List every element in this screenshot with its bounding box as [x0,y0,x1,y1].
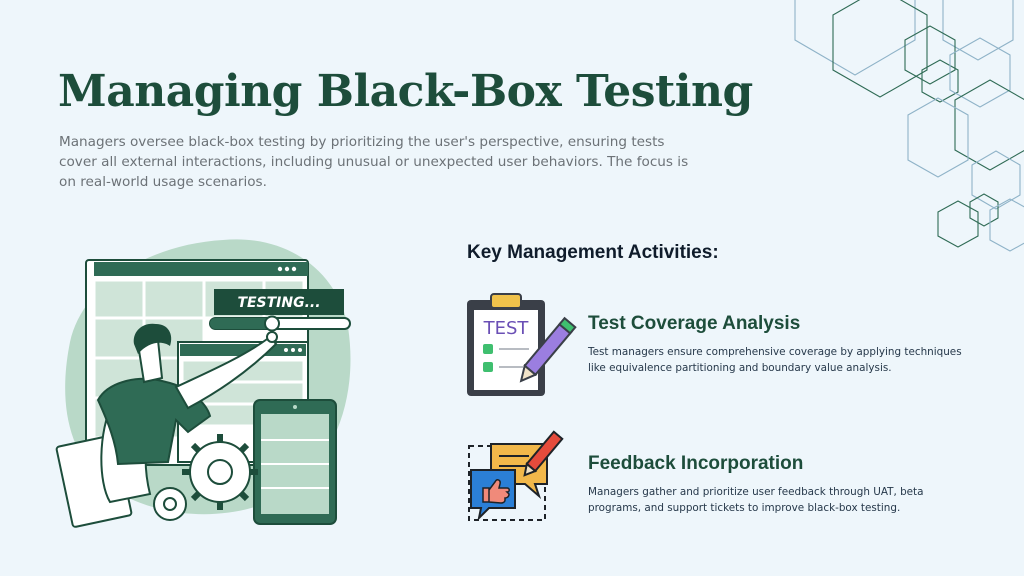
clipboard-test-icon: TEST [467,293,577,396]
activity-desc-coverage: Test managers ensure comprehensive cover… [588,346,962,374]
testing-banner-label: TESTING... [237,295,320,311]
activity-desc-feedback: Managers gather and prioritize user feed… [588,486,924,514]
activity-title-coverage: Test Coverage Analysis [588,313,801,334]
feedback-chat-icon [468,430,564,522]
page-title: Managing Black-Box Testing [58,66,753,117]
activity-title-feedback: Feedback Incorporation [588,453,804,474]
testing-illustration: TESTING... [55,239,351,528]
activities-heading: Key Management Activities: [467,242,719,263]
clipboard-test-label: TEST [483,318,530,339]
page-subtitle: Managers oversee black-box testing by pr… [59,134,689,190]
